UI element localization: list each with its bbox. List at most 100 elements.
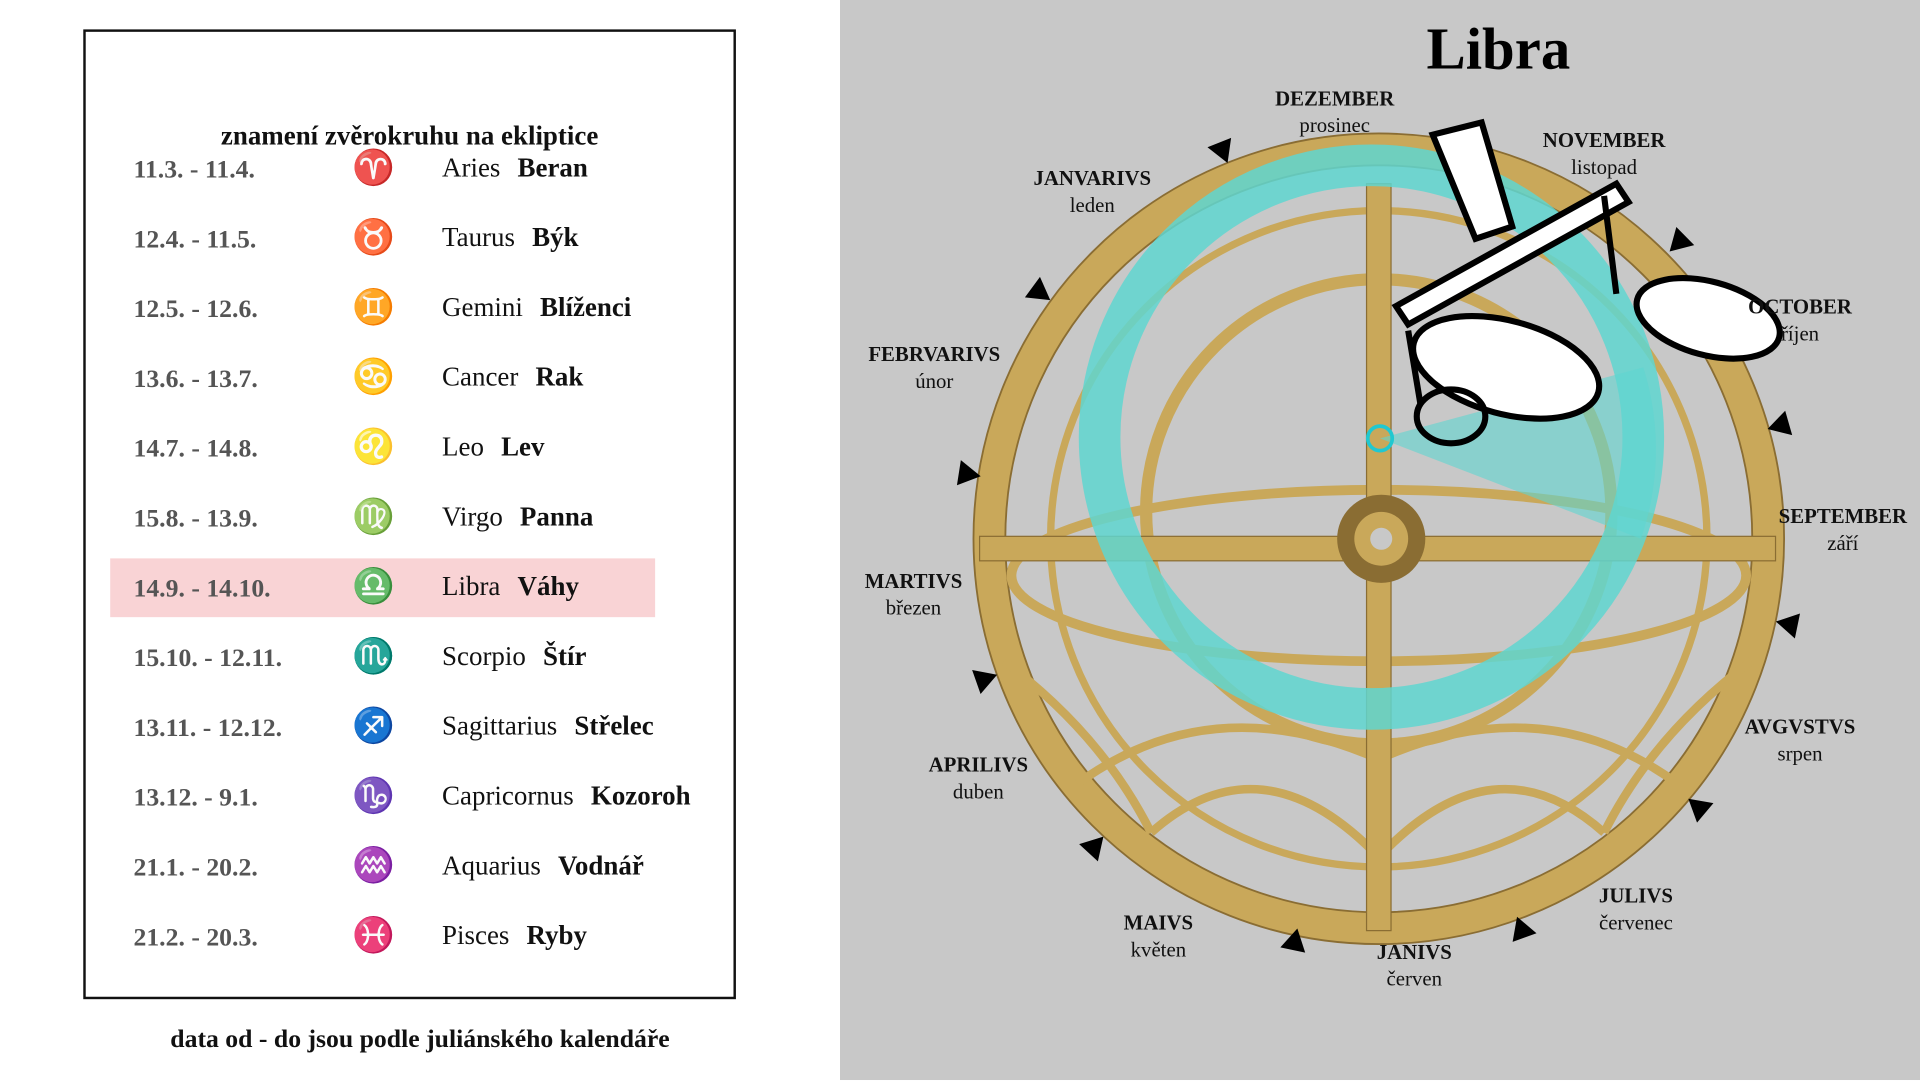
month-label-martivs: MARTIVS březen <box>865 568 963 622</box>
taurus-bull-icon: ♉ <box>352 219 395 258</box>
month-boundary-marker-icon <box>1767 410 1793 436</box>
czech-name: Beran <box>517 151 588 183</box>
astrolabe-diagram: Libra <box>956 17 1801 953</box>
month-boundary-marker-icon <box>1512 916 1537 942</box>
month-boundary-marker-icon <box>1280 928 1306 953</box>
pisces-fish-icon: ♓ <box>352 917 395 956</box>
leo-lion-icon: ♌ <box>352 428 395 467</box>
czech-name: Ryby <box>526 919 587 951</box>
latin-name: Taurus <box>442 221 515 253</box>
libra-label: Libra <box>1427 17 1571 82</box>
month-boundary-marker-icon <box>1079 836 1104 862</box>
month-latin: NOVEMBER <box>1542 128 1666 152</box>
month-label-november: NOVEMBER listopad <box>1543 127 1666 181</box>
month-latin: MAIVS <box>1123 911 1194 935</box>
zodiac-row-aries: 11.3. - 11.4. ♈ Aries Beran <box>110 140 655 199</box>
month-czech: říjen <box>1780 322 1820 346</box>
date-range: 21.2. - 20.3. <box>133 922 258 952</box>
month-label-october: OCTOBER říjen <box>1748 294 1852 348</box>
libra-scales-icon: ♎ <box>352 568 395 607</box>
month-czech: leden <box>1069 193 1115 217</box>
latin-name: Virgo <box>442 500 503 532</box>
libra-scales-illustration <box>1391 118 1783 447</box>
month-boundary-marker-icon <box>972 670 998 695</box>
date-range: 14.9. - 14.10. <box>133 573 271 603</box>
month-label-avgvstvs: AVGVSTVS srpen <box>1745 714 1856 768</box>
latin-name: Gemini <box>442 291 523 323</box>
month-latin: DEZEMBER <box>1275 86 1395 111</box>
month-latin: MARTIVS <box>864 569 963 593</box>
table-title: znamení zvěrokruhu na ekliptice <box>220 120 599 151</box>
date-range: 11.3. - 11.4. <box>133 154 255 184</box>
month-boundary-marker-icon <box>956 460 981 486</box>
zodiac-row-scorpio: 15.10. - 12.11. ♏ Scorpio Štír <box>110 628 655 687</box>
date-range: 14.7. - 14.8. <box>133 433 258 463</box>
czech-name: Vodnář <box>557 849 644 881</box>
latin-name: Libra <box>442 570 501 602</box>
month-czech: listopad <box>1571 155 1638 179</box>
sagittarius-archer-icon: ♐ <box>352 707 395 746</box>
month-boundary-marker-icon <box>1669 227 1695 252</box>
latin-name: Aquarius <box>442 849 541 881</box>
zodiac-table: znamení zvěrokruhu na ekliptice 11.3. - … <box>83 29 736 1000</box>
month-boundary-marker-icon <box>1207 137 1232 163</box>
month-boundary-marker-icon <box>1775 613 1801 639</box>
aquarius-water-bearer-icon: ♒ <box>352 847 395 886</box>
month-czech: březen <box>885 596 942 620</box>
zodiac-row-pisces: 21.2. - 20.3. ♓ Pisces Ryby <box>110 907 655 966</box>
month-latin: APRILIVS <box>928 753 1029 777</box>
month-czech: duben <box>952 780 1004 804</box>
month-czech: září <box>1827 531 1859 555</box>
latin-name: Scorpio <box>442 640 526 672</box>
scorpio-scorpion-icon: ♏ <box>352 637 395 676</box>
date-range: 13.6. - 13.7. <box>133 363 258 394</box>
month-latin: AVGVSTVS <box>1744 715 1856 739</box>
latin-name: Cancer <box>442 361 519 392</box>
date-range: 13.12. - 9.1. <box>133 782 258 812</box>
date-range: 13.11. - 12.12. <box>133 712 283 743</box>
zodiac-table-panel: znamení zvěrokruhu na ekliptice 11.3. - … <box>0 0 841 1081</box>
date-range: 12.4. - 11.5. <box>133 224 257 254</box>
latin-name: Sagittarius <box>442 710 558 741</box>
month-label-aprilivs: APRILIVS duben <box>929 752 1028 806</box>
month-czech: únor <box>915 369 954 394</box>
month-czech: květen <box>1130 937 1187 962</box>
date-range: 15.10. - 12.11. <box>133 642 283 673</box>
date-range: 21.1. - 20.2. <box>133 852 258 882</box>
sun-marker <box>1365 424 1395 453</box>
czech-name: Kozoroh <box>590 780 691 811</box>
calendar-note: data od - do jsou podle juliánského kale… <box>170 1023 670 1054</box>
latin-name: Leo <box>442 431 484 462</box>
zodiac-row-sagittarius: 13.11. - 12.12. ♐ Sagittarius Střelec <box>110 698 655 757</box>
month-latin: FEBRVARIVS <box>868 342 1001 367</box>
month-czech: srpen <box>1777 742 1823 766</box>
gemini-twins-icon: ♊ <box>352 288 395 327</box>
latin-name: Pisces <box>442 919 510 951</box>
month-boundary-marker-icon <box>1024 276 1051 301</box>
czech-name: Štír <box>543 640 587 672</box>
month-boundary-marker-icon <box>1688 798 1714 823</box>
month-czech: prosinec <box>1299 113 1370 138</box>
zodiac-row-aquarius: 21.1. - 20.2. ♒ Aquarius Vodnář <box>110 838 655 897</box>
aries-ram-icon: ♈ <box>352 149 395 188</box>
capricorn-goat-icon: ♑ <box>352 777 395 816</box>
month-latin: OCTOBER <box>1748 295 1852 319</box>
month-czech: červenec <box>1598 911 1673 935</box>
czech-name: Býk <box>532 221 579 253</box>
month-latin: JANIVS <box>1376 940 1452 964</box>
cancer-crab-icon: ♋ <box>352 358 395 397</box>
czech-name: Blíženci <box>540 291 632 323</box>
czech-name: Střelec <box>574 710 654 741</box>
latin-name: Aries <box>442 151 501 183</box>
